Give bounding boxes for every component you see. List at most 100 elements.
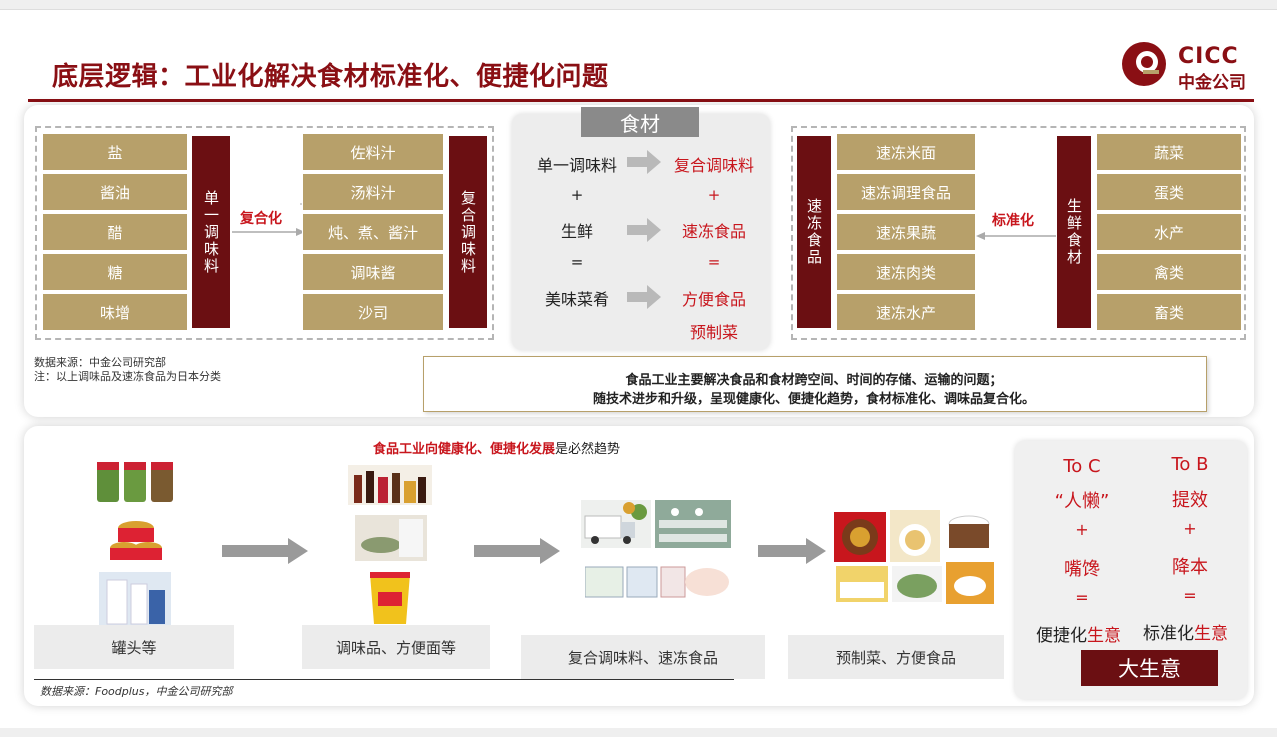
stage-caption: 罐头等 — [34, 625, 234, 669]
trend-black: 是必然趋势 — [555, 442, 621, 457]
factory-image — [655, 500, 731, 548]
summary-line-1: 食品工业主要解决食品和食材跨空间、时间的存储、运输的问题； — [625, 373, 1003, 388]
compound-item: 佐料汁 — [302, 133, 444, 171]
tob-result: 标准化生意 — [1143, 619, 1228, 644]
tob-plus: + — [1183, 519, 1197, 538]
center-right-item: = — [707, 253, 721, 271]
single-seasoning-label: 单一调味料 — [192, 136, 230, 328]
center-left-item: = — [570, 253, 584, 271]
fresh-item: 蛋类 — [1096, 173, 1242, 211]
summary-line-2: 随技术进步和升级，呈现健康化、便捷化趋势，食材标准化、调味品复合化。 — [592, 392, 1035, 407]
gray-arrow-icon — [627, 285, 661, 309]
canned-food-image — [110, 521, 162, 560]
fresh-food-label: 生鲜食材 — [1057, 136, 1091, 328]
fresh-item: 蔬菜 — [1096, 133, 1242, 171]
fresh-item: 水产 — [1096, 213, 1242, 251]
logo-text-en: CICC — [1178, 44, 1239, 69]
compound-item: 炖、煮、酱汁 — [302, 213, 444, 251]
stage-arrow-icon — [758, 538, 826, 564]
center-right-item: 速冻食品 — [681, 222, 746, 241]
seasoning-bottles-image — [348, 465, 432, 505]
stage-arrow-icon — [474, 538, 560, 564]
toc-result: 便捷化生意 — [1036, 621, 1121, 646]
tob-title: To B — [1171, 454, 1209, 475]
compound-arrow-label: 复合化 — [240, 211, 282, 227]
source-rule — [34, 679, 734, 680]
center-left-item: 生鲜 — [560, 222, 593, 241]
trend-text: 食品工业向健康化、便捷化发展是必然趋势 — [373, 438, 620, 457]
stage-caption: 预制菜、方便食品 — [788, 635, 1004, 679]
cooking-image — [355, 515, 427, 561]
summary-box — [423, 356, 1207, 412]
frozen-food-label: 速冻食品 — [797, 136, 831, 328]
stage-arrow-icon — [222, 538, 308, 564]
stage-caption: 复合调味料、速冻食品 — [521, 635, 765, 679]
stage-caption: 调味品、方便面等 — [302, 625, 490, 669]
seasoning-item: 盐 — [42, 133, 188, 171]
tob-line2: 降本 — [1172, 557, 1208, 578]
bottom-source-note: 数据来源：Foodplus，中金公司研究部 — [40, 685, 233, 698]
footnote: 注：以上调味品及速冻食品为日本分类 — [34, 370, 221, 383]
tob-eq: = — [1183, 586, 1197, 605]
gray-arrow-icon — [627, 218, 661, 242]
title-rule — [28, 99, 1254, 102]
seasoning-item: 醋 — [42, 213, 188, 251]
noodle-box-image — [890, 510, 940, 562]
soup-pack-image — [946, 562, 994, 604]
center-left-item: + — [570, 186, 584, 204]
pickle-jars-image — [97, 462, 173, 502]
center-left-item: 美味菜肴 — [544, 290, 609, 309]
page-title: 底层逻辑：工业化解决食材标准化、便捷化问题 — [52, 62, 609, 92]
center-right-item: 方便食品 — [681, 290, 746, 309]
toc-eq: = — [1075, 588, 1089, 607]
frozen-item: 速冻肉类 — [836, 253, 976, 291]
center-left-item: 单一调味料 — [536, 156, 617, 175]
milk-image — [99, 572, 171, 628]
compound-arrow-icon — [232, 203, 305, 236]
compound-seasoning-label: 复合调味料 — [449, 136, 487, 328]
tob-result-black: 标准化 — [1143, 624, 1194, 644]
ready-meal-image — [892, 566, 942, 602]
toc-line1: “人懒” — [1054, 491, 1110, 512]
dumpling-pack-image — [836, 566, 888, 602]
frozen-packs-image — [585, 566, 729, 598]
toc-plus: + — [1075, 520, 1089, 539]
logo-text-cn: 中金公司 — [1178, 73, 1246, 93]
ingredient-header: 食材 — [581, 107, 699, 137]
frozen-block — [791, 126, 1246, 340]
seasoning-block — [35, 126, 494, 340]
seasoning-item: 酱油 — [42, 173, 188, 211]
frozen-item: 速冻水产 — [836, 293, 976, 331]
cicc-logo-icon — [1122, 42, 1166, 86]
center-right-item: + — [707, 186, 721, 204]
toc-result-red: 生意 — [1087, 626, 1121, 646]
seasoning-item: 糖 — [42, 253, 188, 291]
frozen-item: 速冻米面 — [836, 133, 976, 171]
trend-red: 食品工业向健康化、便捷化发展 — [373, 442, 556, 457]
fresh-item: 畜类 — [1096, 293, 1242, 331]
toc-result-black: 便捷化 — [1036, 626, 1087, 646]
compound-item: 沙司 — [302, 293, 444, 331]
compound-item: 汤料汁 — [302, 173, 444, 211]
tob-line1: 提效 — [1172, 490, 1208, 511]
toc-title: To C — [1063, 456, 1101, 477]
delivery-truck-image — [581, 500, 651, 548]
center-extra-item: 预制菜 — [689, 323, 738, 342]
compound-item: 调味酱 — [302, 253, 444, 291]
frozen-item: 速冻果蔬 — [836, 213, 976, 251]
seasoning-item: 味增 — [42, 293, 188, 331]
bowl-image — [948, 515, 990, 548]
toc-line2: 嘴馋 — [1064, 559, 1100, 580]
tob-result-red: 生意 — [1194, 624, 1228, 644]
fresh-item: 禽类 — [1096, 253, 1242, 291]
instant-noodle-image — [370, 572, 410, 624]
source-note: 数据来源：中金公司研究部 — [34, 356, 166, 369]
standardize-arrow-label: 标准化 — [992, 213, 1034, 229]
big-business-badge: 大生意 — [1081, 650, 1218, 686]
standardize-arrow-icon — [976, 232, 1056, 240]
center-right-item: 复合调味料 — [673, 156, 754, 175]
gray-arrow-icon — [627, 150, 661, 174]
slide: 底层逻辑：工业化解决食材标准化、便捷化问题 CICC 中金公司 盐 酱油 醋 糖… — [0, 9, 1277, 728]
frozen-item: 速冻调理食品 — [836, 173, 976, 211]
hotpot-image — [834, 512, 886, 562]
